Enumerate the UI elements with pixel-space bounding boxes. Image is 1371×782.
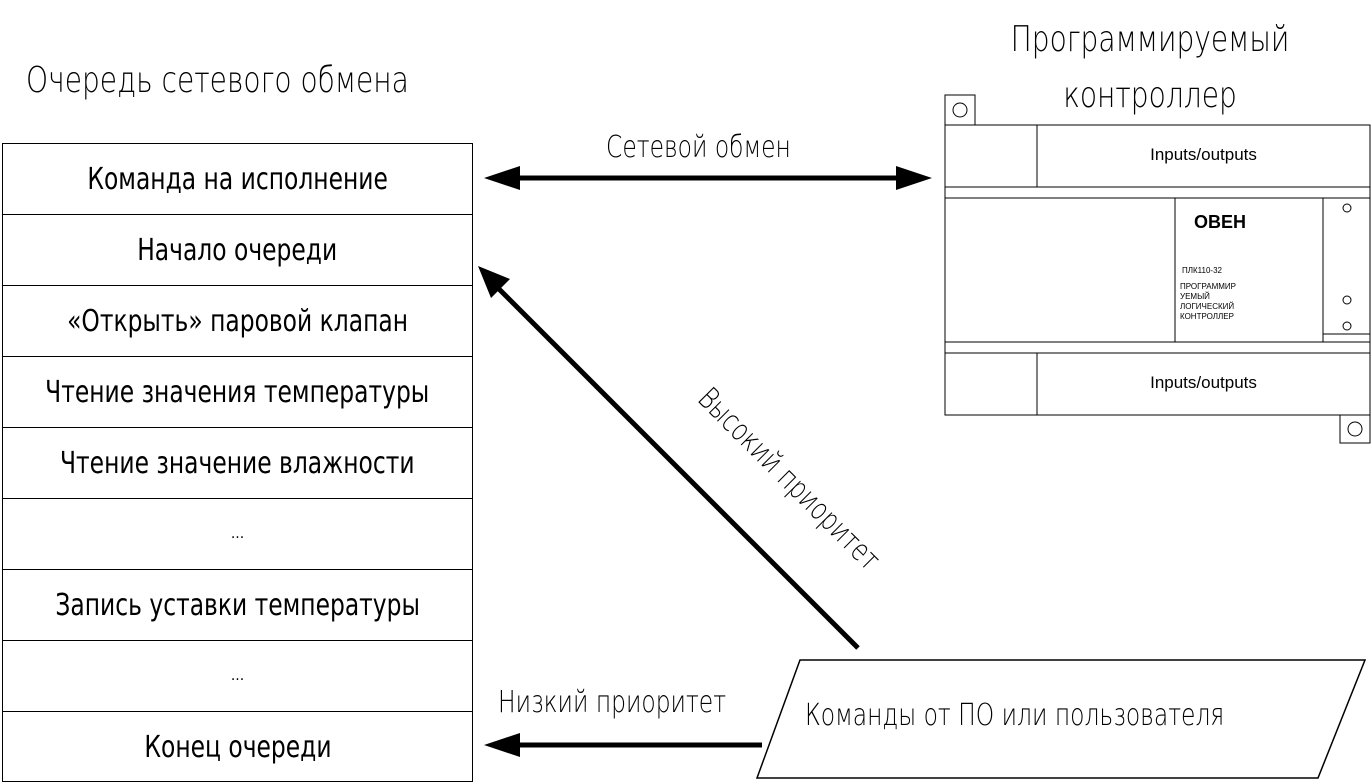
queue-row-label: Чтение значение влажности bbox=[60, 445, 415, 481]
indicator-led-icon bbox=[1342, 203, 1352, 213]
plc-desc-line: КОНТРОЛЛЕР bbox=[1180, 312, 1234, 321]
queue-row: Чтение значения температуры bbox=[3, 357, 472, 428]
queue-row: Начало очереди bbox=[3, 215, 472, 286]
plc-description: ПРОГРАММИР УЕМЫЙ ЛОГИЧЕСКИЙ КОНТРОЛЛЕР bbox=[1180, 282, 1236, 322]
mount-tab-bottom bbox=[1339, 414, 1371, 444]
arrowhead-diagonal-icon bbox=[478, 266, 510, 298]
indicator-led-icon bbox=[1342, 295, 1352, 305]
screw-hole-icon bbox=[952, 102, 968, 118]
command-source-parallelogram bbox=[755, 659, 1367, 779]
high-priority-arrow bbox=[478, 266, 860, 650]
queue-row: Команда на исполнение bbox=[3, 144, 472, 215]
low-priority-label: Низкий приоритет bbox=[498, 685, 727, 720]
queue-row: Чтение значение влажности bbox=[3, 428, 472, 499]
io-label-bottom: Inputs/outputs bbox=[1150, 373, 1257, 392]
queue-title: Очередь сетевого обмена bbox=[26, 60, 409, 101]
arrowhead-left-icon bbox=[484, 166, 520, 190]
queue-row: «Открыть» паровой клапан bbox=[3, 286, 472, 357]
command-source-label: Команды от ПО или пользователя bbox=[805, 698, 1225, 733]
plc-body bbox=[944, 124, 1371, 416]
network-exchange-label: Сетевой обмен bbox=[606, 130, 791, 165]
arrowhead-left-icon bbox=[484, 733, 520, 757]
plc-desc-line: ЛОГИЧЕСКИЙ bbox=[1180, 302, 1235, 311]
queue-row-ellipsis: ... bbox=[230, 668, 245, 684]
plc-title-line2: контроллер bbox=[1063, 75, 1237, 116]
screw-hole-icon bbox=[1347, 421, 1363, 437]
queue-row: ... bbox=[3, 499, 472, 570]
low-priority-arrow bbox=[484, 733, 762, 757]
mount-tab-top bbox=[944, 94, 976, 126]
plc-title-line1: Программируемый bbox=[1010, 19, 1290, 60]
queue-table: Команда на исполнение Начало очереди «От… bbox=[2, 143, 473, 782]
plc-desc-line: ПРОГРАММИР bbox=[1180, 282, 1237, 291]
queue-row-label: Конец очереди bbox=[143, 730, 332, 765]
queue-row-label: Команда на исполнение bbox=[87, 161, 388, 197]
plc-brand: ОВЕН bbox=[1194, 212, 1247, 232]
queue-row-label: Запись уставки температуры bbox=[55, 587, 420, 623]
network-exchange-arrow bbox=[484, 166, 932, 190]
plc-desc-line: УЕМЫЙ bbox=[1180, 292, 1210, 301]
plc-title: Программируемый контроллер bbox=[960, 12, 1340, 124]
queue-row: ... bbox=[3, 641, 472, 712]
queue-row-label: «Открыть» паровой клапан bbox=[67, 303, 408, 339]
plc-model: ПЛК110-32 bbox=[1182, 266, 1222, 275]
arrowhead-right-icon bbox=[896, 166, 932, 190]
io-label-top: Inputs/outputs bbox=[1150, 145, 1257, 164]
queue-row-ellipsis: ... bbox=[230, 526, 245, 542]
queue-row: Конец очереди bbox=[3, 712, 472, 782]
plc-device bbox=[944, 94, 1371, 444]
queue-row: Запись уставки температуры bbox=[3, 570, 472, 641]
queue-row-label: Начало очереди bbox=[137, 232, 338, 268]
queue-row-label: Чтение значения температуры bbox=[45, 374, 430, 410]
indicator-led-icon bbox=[1342, 321, 1352, 331]
